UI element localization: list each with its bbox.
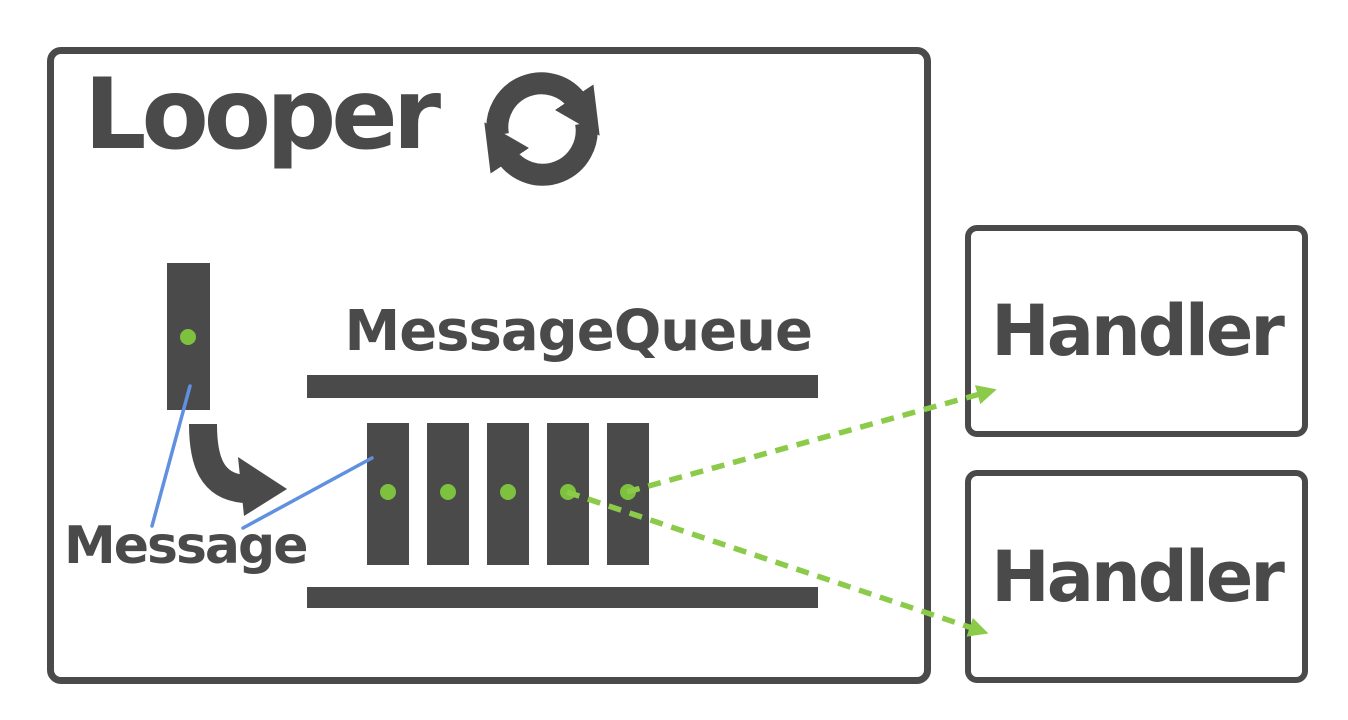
looper-title: Looper bbox=[84, 58, 441, 172]
message-label: Message bbox=[64, 516, 308, 576]
message-dot bbox=[440, 484, 456, 500]
handler-box-1: Handler bbox=[965, 225, 1308, 437]
message-item bbox=[167, 263, 210, 410]
handler-label-2: Handler bbox=[991, 535, 1285, 618]
message-queue-label: MessageQueue bbox=[344, 299, 813, 364]
queue-bottom-rail bbox=[307, 587, 818, 608]
message-dot bbox=[500, 484, 516, 500]
queued-message bbox=[367, 423, 409, 565]
handler-label-1: Handler bbox=[991, 290, 1285, 372]
message-queue-items bbox=[367, 423, 657, 565]
queued-message bbox=[487, 423, 529, 565]
queued-message bbox=[547, 423, 589, 565]
message-dot bbox=[180, 329, 196, 345]
message-dot bbox=[380, 484, 396, 500]
message-dot bbox=[620, 484, 636, 500]
handler-box-2: Handler bbox=[965, 470, 1308, 683]
queued-message bbox=[607, 423, 649, 565]
queue-top-rail bbox=[307, 375, 818, 398]
message-dot bbox=[560, 484, 576, 500]
queued-message bbox=[427, 423, 469, 565]
refresh-cycle-icon bbox=[484, 72, 600, 186]
